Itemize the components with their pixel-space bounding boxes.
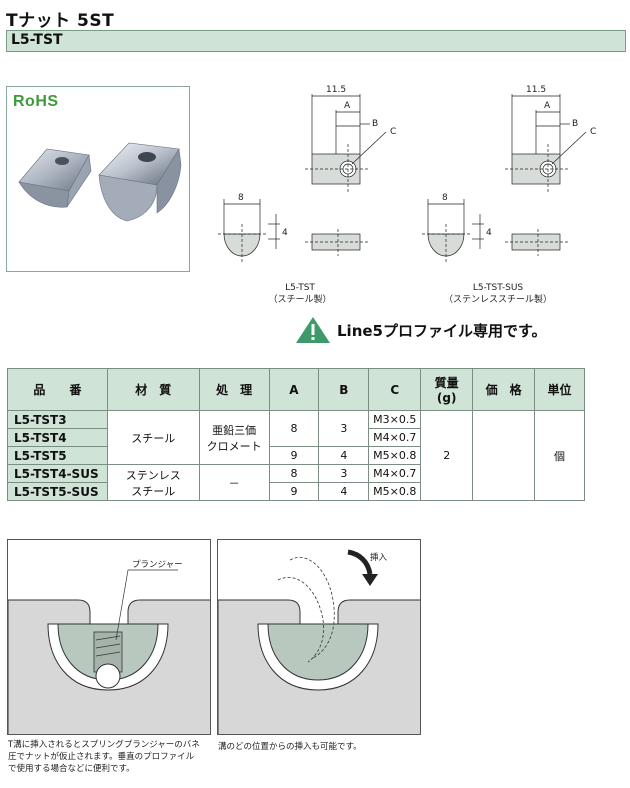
- product-photo: RoHS: [6, 86, 190, 272]
- treatment-line1: 亜鉛三価: [212, 423, 257, 437]
- header-part-no: 品 番: [7, 368, 108, 411]
- header-material: 材 質: [106, 368, 200, 411]
- material-cell: ステンレス スチール: [106, 464, 200, 501]
- material-line1: ステンレス: [125, 468, 181, 482]
- treatment-cell: －: [198, 464, 270, 501]
- header-unit: 単位: [534, 368, 585, 411]
- plunger-label: プランジャー: [132, 560, 183, 570]
- c-cell: M3×0.5: [368, 410, 422, 429]
- header-a: A: [268, 368, 320, 411]
- table-row: L5-TST5 9 4 M5×0.8: [7, 446, 585, 465]
- plunger-illustration: プランジャー: [8, 560, 210, 734]
- dim-width-left: 8: [238, 193, 244, 203]
- dim-c-right: C: [590, 127, 596, 137]
- technical-drawings: 11.5 A B C 8 4 11.5 A B C 8 4 L5-TST （スチ…: [200, 74, 620, 314]
- header-c: C: [368, 368, 422, 411]
- c-cell: M4×0.7: [368, 428, 422, 447]
- c-cell: M5×0.8: [368, 482, 422, 501]
- a-cell: 9: [268, 482, 320, 501]
- plunger-note-line3: で使用する場合などに便利です。: [8, 764, 135, 774]
- header-b: B: [318, 368, 370, 411]
- profile-notice: Line5プロファイル専用です。: [295, 316, 547, 344]
- insertion-label: 挿入: [370, 552, 388, 563]
- rohs-badge: RoHS: [13, 93, 59, 110]
- c-cell: M5×0.8: [368, 446, 422, 465]
- b-cell: 4: [318, 446, 370, 465]
- b-cell: 3: [318, 410, 370, 447]
- caption-left: L5-TST （スチール製）: [250, 282, 350, 306]
- dim-total-right: 11.5: [526, 85, 546, 95]
- plunger-note-line2: 圧でナットが仮止されます。垂直のプロファイル: [8, 752, 195, 762]
- dim-b-left: B: [372, 119, 378, 129]
- insertion-illustration-panel: 挿入: [217, 539, 421, 735]
- dim-a-left: A: [344, 101, 351, 111]
- dim-total-left: 11.5: [326, 85, 346, 95]
- notice-text: Line5プロファイル専用です。: [337, 321, 547, 340]
- table-row: L5-TST4-SUS ステンレス スチール － 8 3 M4×0.7: [7, 464, 585, 501]
- a-cell: 9: [268, 446, 320, 465]
- unit-cell: 個: [534, 410, 585, 501]
- table-header-row: 品 番 材 質 処 理 A B C 質量 (g) 価 格 単位: [7, 368, 585, 411]
- c-cell: M4×0.7: [368, 464, 422, 483]
- part-number: L5-TST5: [7, 446, 108, 465]
- plunger-note: T溝に挿入されるとスプリングプランジャーのバネ 圧でナットが仮止されます。垂直の…: [8, 739, 218, 775]
- treatment-cell: 亜鉛三価 クロメート: [198, 410, 270, 465]
- plunger-note-line1: T溝に挿入されるとスプリングプランジャーのバネ: [8, 740, 200, 750]
- part-number: L5-TST4-SUS: [7, 464, 108, 483]
- material-line2: スチール: [131, 484, 176, 498]
- dim-height-right: 4: [486, 228, 492, 238]
- part-number: L5-TST5-SUS: [7, 482, 108, 501]
- material-cell: スチール: [106, 410, 200, 465]
- header-mass-label: 質量: [434, 376, 459, 390]
- part-number: L5-TST3: [7, 410, 108, 429]
- caption-right: L5-TST-SUS （ステンレススチール製）: [428, 282, 568, 306]
- page-title: Tナット 5ST: [6, 11, 115, 31]
- dim-b-right: B: [572, 119, 578, 129]
- table-row: L5-TST5-SUS 9 4 M5×0.8: [7, 482, 585, 501]
- model-bar: L5-TST: [6, 30, 626, 52]
- header-treatment: 処 理: [198, 368, 270, 411]
- a-cell: 8: [268, 410, 320, 447]
- header-price: 価 格: [472, 368, 536, 411]
- model-label: L5-TST: [11, 32, 63, 48]
- caption-left-material: （スチール製）: [268, 295, 332, 305]
- insertion-illustration: 挿入: [218, 549, 420, 734]
- b-cell: 4: [318, 482, 370, 501]
- b-cell: 3: [318, 464, 370, 483]
- dim-width-right: 8: [442, 193, 448, 203]
- t-nut-photo-illustration: [18, 142, 182, 222]
- warning-icon: [296, 317, 330, 343]
- treatment-line2: クロメート: [206, 439, 262, 453]
- dimension-drawings: 11.5 A B C 8 4 11.5 A B C 8 4: [218, 85, 596, 264]
- header-mass-unit: (g): [436, 391, 457, 405]
- price-cell: [472, 410, 536, 501]
- part-number: L5-TST4: [7, 428, 108, 447]
- header-mass: 質量 (g): [420, 368, 474, 411]
- caption-right-material: （ステンレススチール製）: [443, 295, 552, 305]
- dim-height-left: 4: [282, 228, 288, 238]
- caption-left-model: L5-TST: [285, 283, 315, 293]
- mass-cell: 2: [420, 410, 474, 501]
- caption-right-model: L5-TST-SUS: [472, 283, 524, 293]
- table-row: L5-TST4 M4×0.7: [7, 428, 585, 447]
- dim-a-right: A: [544, 101, 551, 111]
- table-row: L5-TST3 スチール 亜鉛三価 クロメート 8 3 M3×0.5 2 個: [7, 410, 585, 501]
- insertion-note: 溝のどの位置からの挿入も可能です。: [218, 742, 362, 752]
- a-cell: 8: [268, 464, 320, 483]
- spec-table: 品 番 材 質 処 理 A B C 質量 (g) 価 格 単位 L5-TST3 …: [7, 368, 585, 501]
- dim-c-left: C: [390, 127, 396, 137]
- plunger-illustration-panel: プランジャー: [7, 539, 211, 735]
